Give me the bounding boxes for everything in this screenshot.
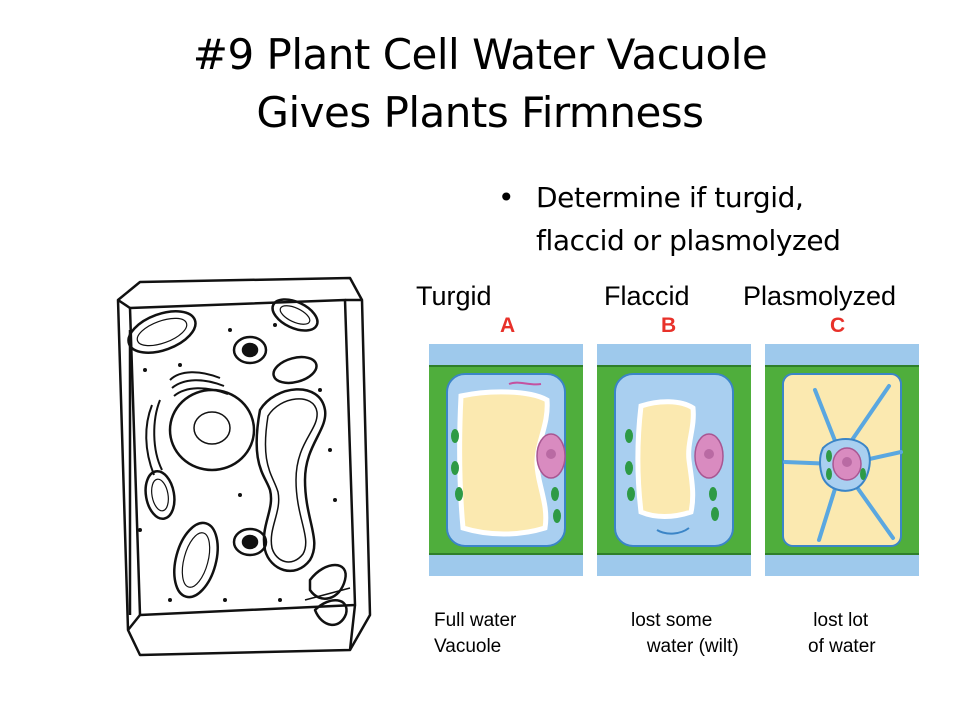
- flaccid-cell-illustration: [597, 344, 751, 576]
- bullet-line-1: Determine if turgid,: [536, 181, 804, 214]
- caption-plasmolyzed: lost lot of water: [808, 608, 876, 660]
- panel-letter-b: B: [661, 314, 677, 337]
- caption-flaccid-line-1: lost some: [631, 610, 713, 631]
- caption-plasmolyzed-line-1: lost lot: [808, 610, 869, 631]
- panel-letter-c: C: [830, 314, 846, 337]
- plant-cell-line-drawing: [116, 276, 372, 657]
- plasmolyzed-cell-illustration: [765, 344, 919, 576]
- caption-turgid-line-2: Vacuole: [434, 636, 502, 657]
- caption-turgid-line-1: Full water: [434, 610, 517, 631]
- slide-title: #9 Plant Cell Water Vacuole Gives Plants…: [0, 26, 960, 142]
- bullet-text: Determine if turgid, flaccid or plasmoly…: [536, 176, 841, 262]
- caption-flaccid: lost some water (wilt): [631, 608, 739, 660]
- panel-heading-flaccid: Flaccid: [604, 281, 690, 311]
- turgid-cell-illustration: [429, 344, 583, 576]
- panel-heading-plasmolyzed: Plasmolyzed: [743, 281, 897, 311]
- caption-plasmolyzed-line-2: of water: [808, 636, 876, 657]
- bullet-marker: •: [498, 181, 515, 214]
- title-line-2: Gives Plants Firmness: [256, 88, 704, 137]
- panel-letter-a: A: [500, 314, 516, 337]
- panel-heading-turgid: Turgid: [416, 281, 492, 311]
- title-line-1: #9 Plant Cell Water Vacuole: [192, 30, 768, 79]
- caption-turgid: Full water Vacuole: [434, 608, 516, 660]
- bullet-line-2: flaccid or plasmolyzed: [536, 224, 841, 257]
- caption-flaccid-line-2: water (wilt): [631, 636, 739, 657]
